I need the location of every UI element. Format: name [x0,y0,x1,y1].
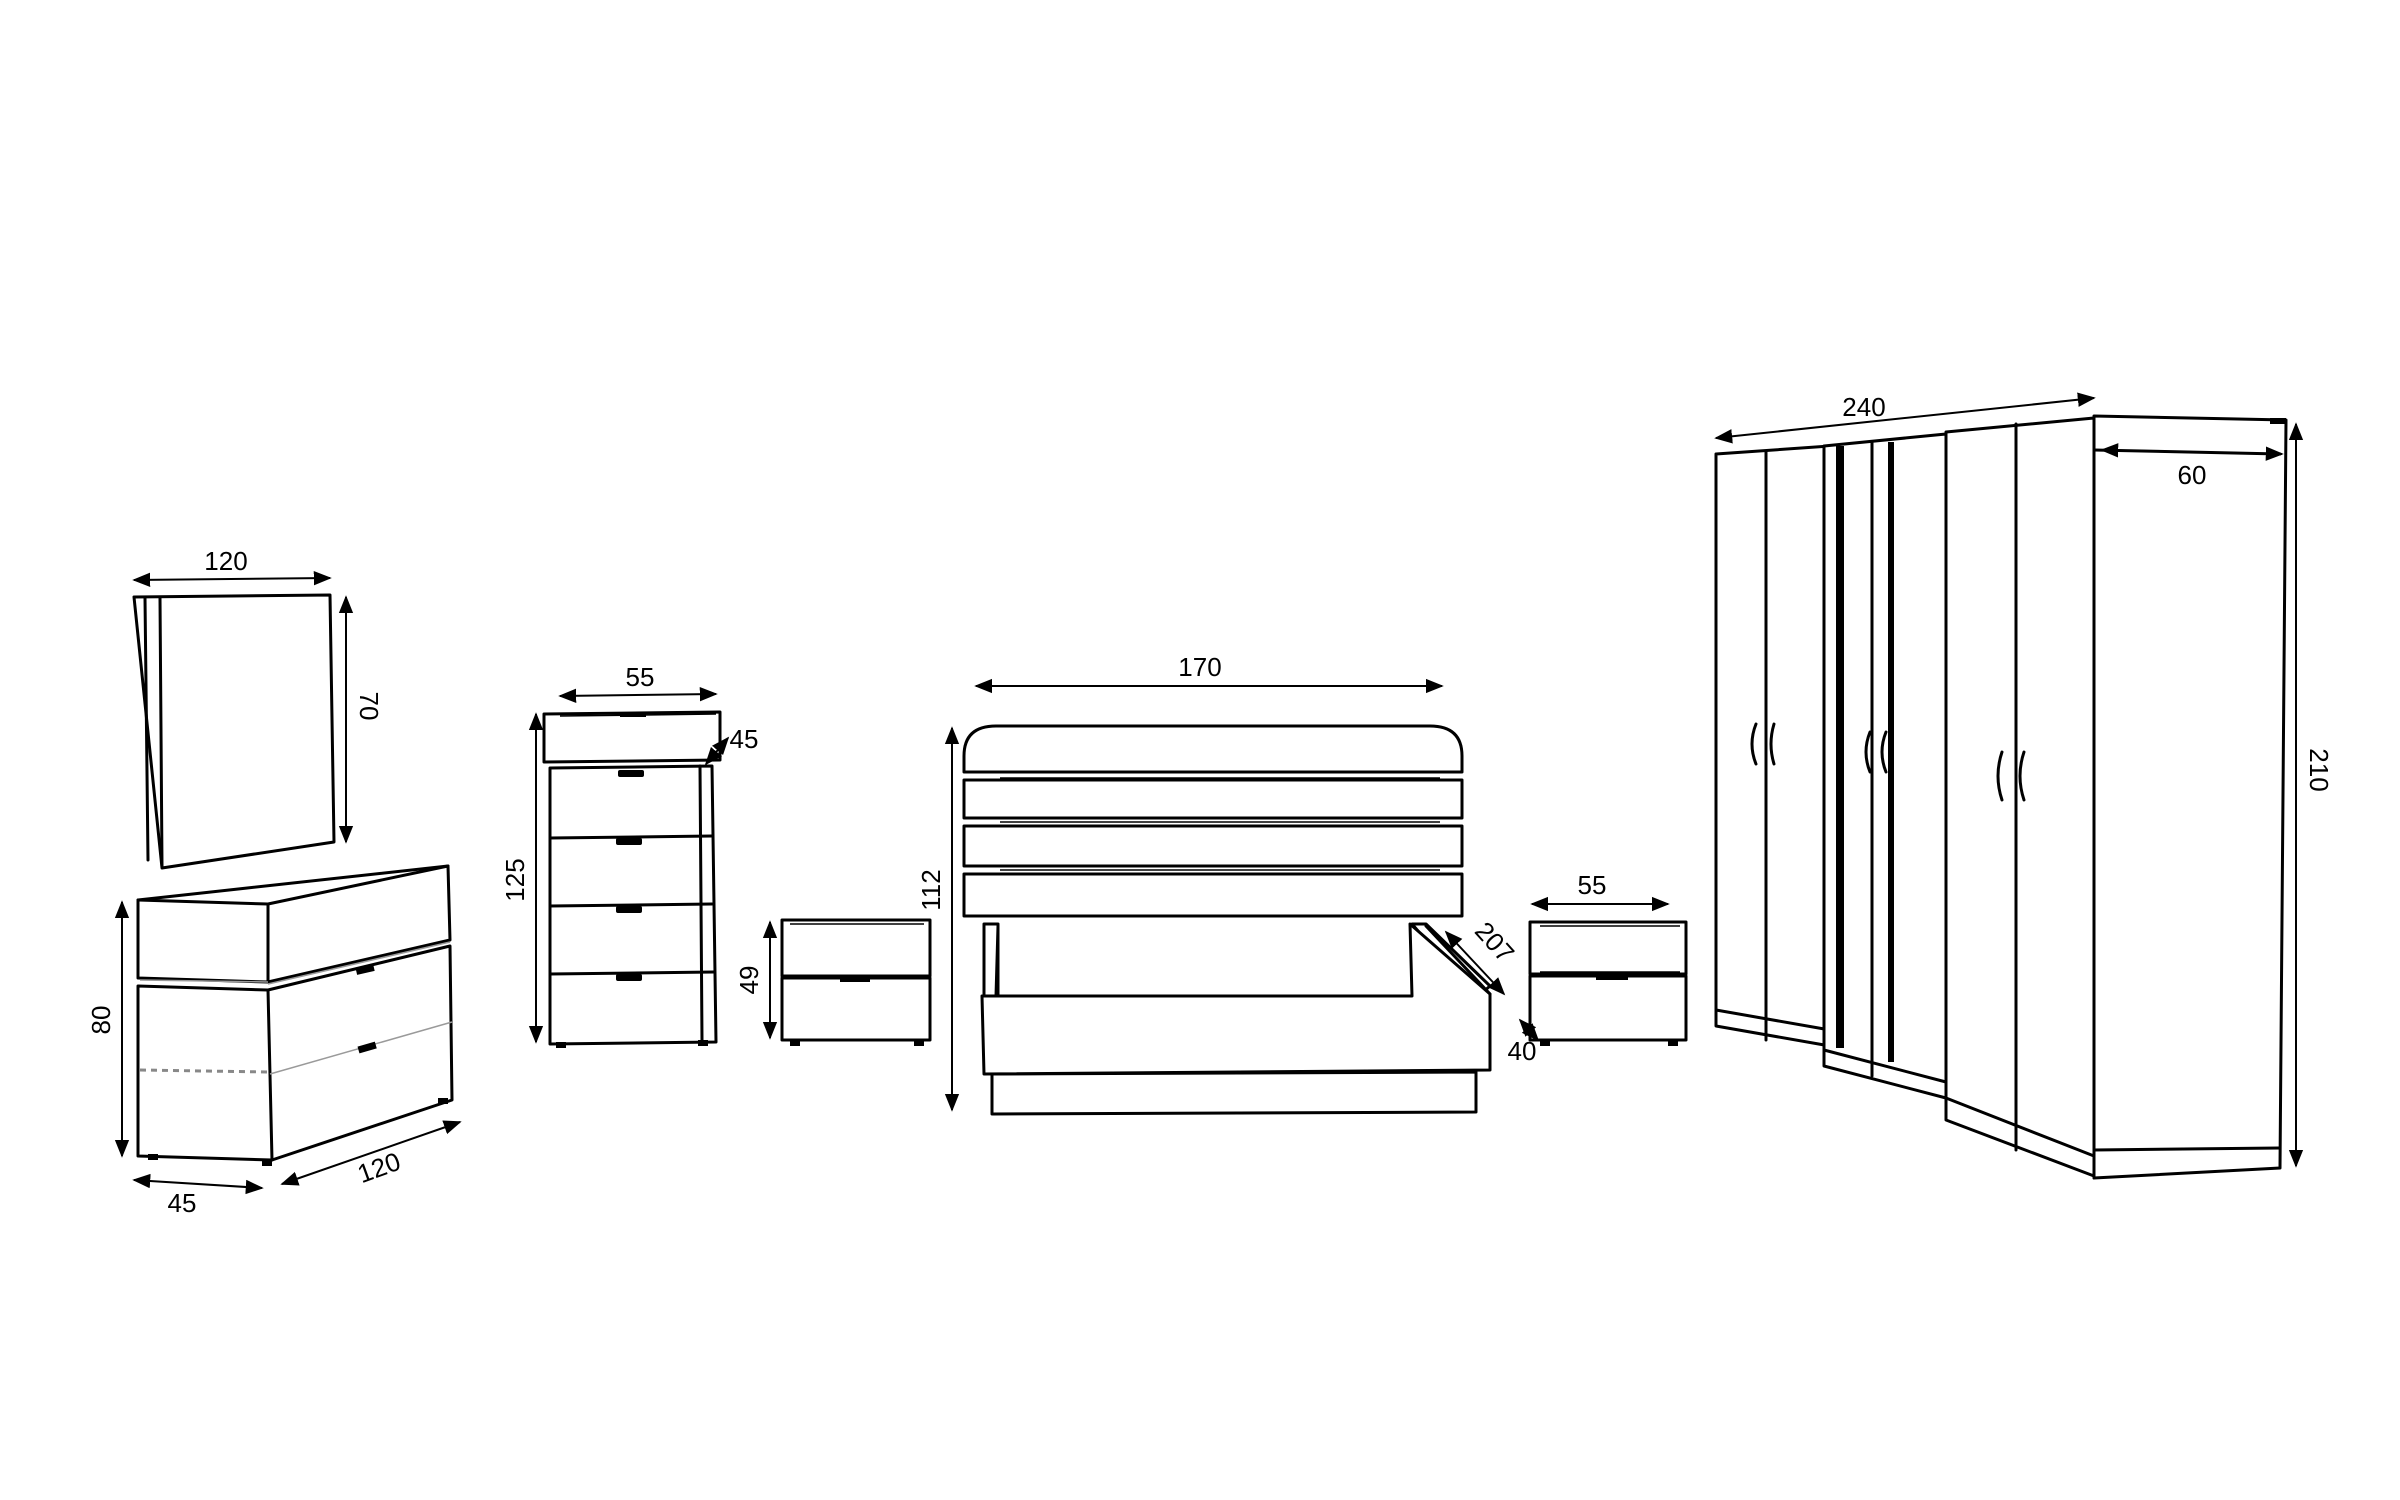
chest-width-label: 55 [626,662,655,692]
bed-headboard-height-label: 112 [916,869,946,910]
chest-depth-label: 45 [730,724,759,754]
nightstand-left [780,918,932,1046]
vanity-depth-label: 45 [168,1188,197,1218]
nightstand-left-height-label: 49 [734,966,764,995]
nightstand-left-group: 49 [734,918,932,1046]
vanity-dresser [136,864,454,1166]
chest-height-label: 125 [500,858,530,901]
vanity-depth-dim [132,1173,264,1195]
vanity-height-label: 80 [86,1006,116,1035]
bed-length-dim [1444,930,1506,996]
bed-frame [980,922,1492,1116]
nightstand-right-depth-dim [1518,1018,1540,1042]
vanity-width-dim [280,1120,462,1186]
mirror [132,593,336,870]
bed-group: 170 112 207 [916,652,1520,1116]
bed-headboard [962,724,1464,918]
wardrobe-width-label: 240 [1842,392,1885,422]
vanity-group: 120 70 80 45 120 [86,546,462,1218]
nightstand-right-depth-label: 40 [1508,1036,1537,1066]
chest-depth-dim [704,736,730,766]
bed-width-label: 170 [1178,652,1221,682]
mirror-width-dim [132,570,332,588]
bed-length-label: 207 [1469,916,1520,968]
nightstand-right-group: 55 40 [1508,870,1688,1066]
vanity-width-label: 120 [353,1146,404,1189]
chest-width-dim [558,687,718,703]
wardrobe-depth-dim [2100,443,2284,461]
wardrobe-width-dim [1714,392,2096,444]
mirror-height-label: 70 [354,692,384,721]
wardrobe-height-label: 210 [2304,748,2334,791]
nightstand-right [1528,920,1688,1046]
nightstand-right-width-label: 55 [1578,870,1607,900]
wardrobe-depth-label: 60 [2178,460,2207,490]
mirror-width-label: 120 [204,546,247,576]
chest-of-drawers [542,710,722,1048]
wardrobe [1714,414,2288,1180]
chest-group: 55 45 125 [500,662,758,1048]
wardrobe-group: 240 60 210 [1714,392,2334,1180]
